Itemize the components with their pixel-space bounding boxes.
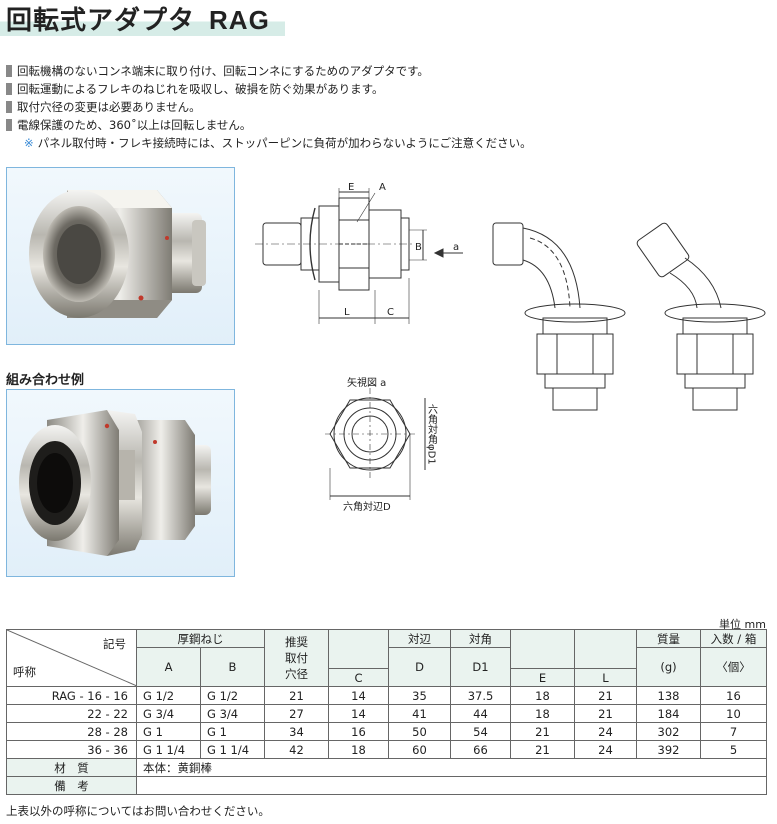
table-row: 22 - 22 G 3/4 G 3/4 27 14 41 44 18 21 18… <box>6 704 767 723</box>
technical-drawing: E A L C B a <box>255 182 766 513</box>
bullet-icon <box>6 83 12 95</box>
header-mass: (g) <box>636 647 701 687</box>
feature-item: 回転運動によるフレキのねじれを吸収し、破損を防ぐ効果があります。 <box>6 80 532 98</box>
dim-A: A <box>379 182 386 193</box>
page-title: 回転式アダプタ RAG <box>6 0 270 37</box>
header-qty: 〈個〉 <box>700 647 767 687</box>
adapter-image <box>29 190 206 318</box>
bullet-icon <box>6 65 12 77</box>
header-symbol: 記号 <box>103 637 126 651</box>
note-mark: ※ <box>24 136 34 150</box>
header-corner: 記号 呼称 <box>6 629 137 687</box>
header-mass-top: 質量 <box>636 629 701 648</box>
title-bar: 回転式アダプタ RAG <box>0 0 285 36</box>
caution-note: ※パネル取付時・フレキ接続時には、ストッパーピンに負荷が加わらないようにご注意く… <box>24 136 532 150</box>
header-thread: 厚鋼ねじ <box>136 629 265 648</box>
combo-label: 組み合わせ例 <box>6 373 85 388</box>
diagonal-line <box>7 630 137 686</box>
feature-item: 取付穴径の変更は必要ありません。 <box>6 98 532 116</box>
end-view <box>325 388 426 500</box>
view-label: 矢視図 a <box>347 376 386 389</box>
header-A: A <box>136 647 201 687</box>
product-photo <box>6 167 235 345</box>
feature-list: 回転機構のないコンネ端末に取り付け、回転コンネにするためのアダプタです。 回転運… <box>6 62 532 152</box>
dim-L: L <box>344 307 350 318</box>
bullet-icon <box>6 101 12 113</box>
table-row: RAG - 16 - 16 G 1/2 G 1/2 21 14 35 37.5 … <box>6 686 767 705</box>
hex-flat-label: 六角対辺D <box>343 500 391 513</box>
product-code: RAG <box>209 5 270 35</box>
header-qty-top: 入数 / 箱 <box>700 629 767 648</box>
dim-C: C <box>387 307 394 318</box>
header-name: 呼称 <box>13 665 36 679</box>
header-D1: D1 <box>450 647 511 687</box>
table-row: 36 - 36 G 1 1/4 G 1 1/4 42 18 60 66 21 2… <box>6 740 767 759</box>
header-B: B <box>200 647 265 687</box>
header-L: L <box>574 668 637 687</box>
feature-item: 電線保護のため、360˚以上は回転しません。 <box>6 116 532 134</box>
combination-photo <box>6 389 235 577</box>
bent-assembly-2 <box>636 222 766 411</box>
unit-label: 単位 mm <box>719 618 766 631</box>
dim-E: E <box>348 182 354 193</box>
spec-table: 記号 呼称 厚鋼ねじ 推奨取付穴径 対辺 対角 質量 入数 / 箱 A B D … <box>6 629 767 795</box>
header-D: D <box>388 647 451 687</box>
header-E: E <box>510 668 575 687</box>
bent-assembly-1 <box>492 222 626 411</box>
header-hole: 推奨取付穴径 <box>264 629 329 687</box>
feature-item: 回転機構のないコンネ端末に取り付け、回転コンネにするためのアダプタです。 <box>6 62 532 80</box>
side-view <box>255 188 463 324</box>
combination-image <box>19 410 211 556</box>
dim-B: B <box>415 242 422 253</box>
footer-note: 上表以外の呼称についてはお問い合わせください。 <box>6 804 270 818</box>
bullet-icon <box>6 119 12 131</box>
header-D1-top: 対角 <box>450 629 511 648</box>
remarks-row: 備 考 <box>6 776 767 795</box>
hex-diag-label: 六角対角φD1 <box>426 404 438 465</box>
header-D-top: 対辺 <box>388 629 451 648</box>
title-text: 回転式アダプタ <box>6 6 196 36</box>
material-row: 材 質 本体：黄銅棒 <box>6 758 767 777</box>
arrow-a-label: a <box>453 242 459 253</box>
header-C: C <box>328 668 389 687</box>
table-row: 28 - 28 G 1 G 1 34 16 50 54 21 24 302 7 <box>6 722 767 741</box>
